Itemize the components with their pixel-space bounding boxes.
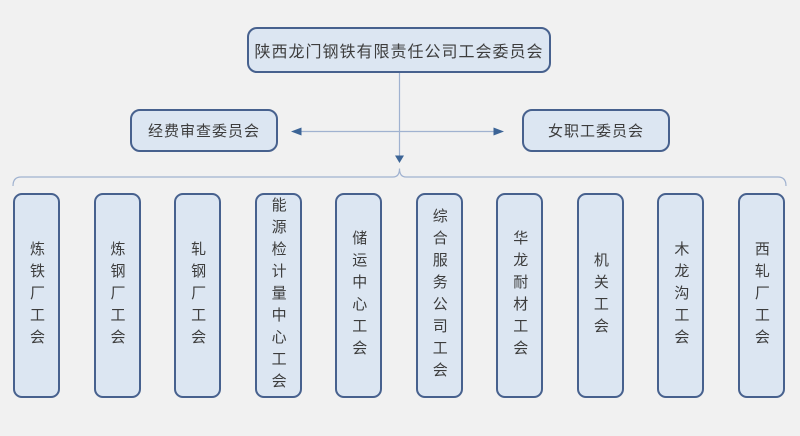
org-node-union-office: 机关工会 [576,193,624,398]
org-node-union-label: 西轧厂工会 [752,240,770,351]
org-node-union-label: 能源检计量中心工会 [269,196,287,395]
org-node-union-label: 炼钢厂工会 [108,240,126,351]
org-node-union-ironmaking: 炼铁厂工会 [13,193,60,398]
org-node-women-workers-committee: 女职工委员会 [522,109,670,152]
org-node-union-rolling-mill: 轧钢厂工会 [174,193,222,398]
org-node-union-label: 木龙沟工会 [672,240,690,351]
org-node-union-west-rolling: 西轧厂工会 [737,193,785,398]
org-node-union-storage-transport-center: 储运中心工会 [335,193,383,398]
org-node-union-label: 炼铁厂工会 [28,240,45,351]
org-node-union-energy-metering-center: 能源检计量中心工会 [254,193,302,398]
org-node-union-steelmaking: 炼钢厂工会 [93,193,141,398]
org-node-union-mulonggou: 木龙沟工会 [657,193,705,398]
org-node-union-label: 华龙耐材工会 [511,229,529,362]
org-node-union-label: 机关工会 [591,251,609,340]
org-node-root: 陕西龙门钢铁有限责任公司工会委员会 [247,27,551,73]
down-arrowhead-icon [395,155,404,163]
bracket-connector [12,168,787,187]
org-node-union-hualong-refractory: 华龙耐材工会 [496,193,544,398]
org-node-funds-review-committee: 经费审查委员会 [130,109,278,152]
org-node-root-label: 陕西龙门钢铁有限责任公司工会委员会 [254,44,544,61]
org-node-union-comprehensive-service: 综合服务公司工会 [415,193,463,398]
org-node-funds-review-committee-label: 经费审查委员会 [147,123,260,140]
union-row: 炼铁厂工会 炼钢厂工会 轧钢厂工会 能源检计量中心工会 储运中心工会 综合服务公… [13,193,785,398]
org-node-union-label: 综合服务公司工会 [430,207,448,384]
org-node-union-label: 储运中心工会 [350,229,368,362]
right-arrowhead-icon [493,127,504,136]
org-node-union-label: 轧钢厂工会 [189,240,207,351]
org-node-women-workers-committee-label: 女职工委员会 [547,123,644,140]
left-arrowhead-icon [291,127,302,136]
